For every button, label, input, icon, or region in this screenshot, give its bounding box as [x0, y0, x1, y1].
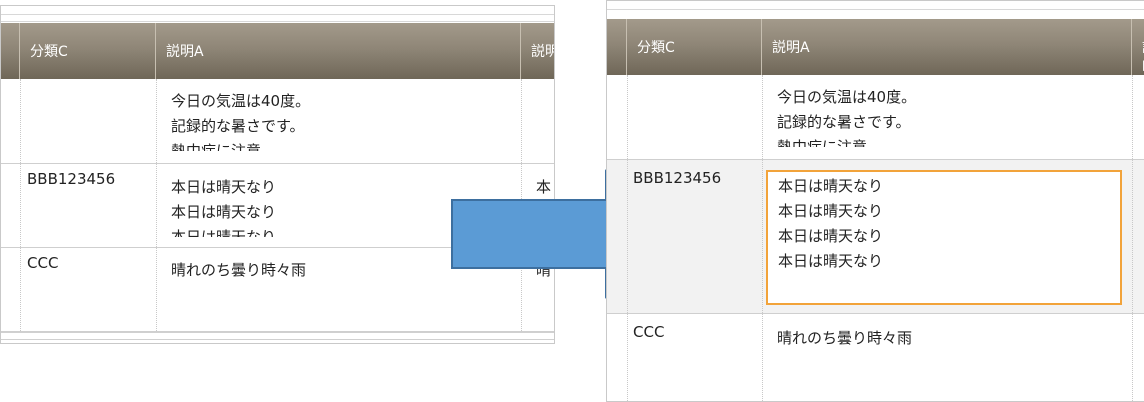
column-header-description-next[interactable]: 説明 [521, 23, 554, 79]
column-header-description-next[interactable]: 説明 [1132, 19, 1144, 76]
cell-description[interactable]: 本日は晴天なり 本日は晴天なり 本日は晴天なり 本日は晴天なり [171, 178, 277, 237]
cell-description[interactable]: 晴れのち曇り時々雨 [777, 329, 913, 347]
column-header-description-a[interactable]: 説明A [156, 23, 521, 79]
row-header-cell [607, 19, 627, 75]
column-header-label: 説明 [531, 44, 554, 60]
cell-category[interactable]: BBB123456 [27, 170, 116, 188]
cell-category[interactable]: CCC [27, 254, 59, 272]
column-header-label: 説明A [772, 40, 810, 56]
cell-description[interactable]: 今日の気温は40度。 記録的な暑さです。 熱中症に注意 [171, 92, 311, 151]
table-row[interactable]: CCC 晴れのち曇り時々雨 [607, 314, 1144, 401]
column-header-label: 説明A [166, 44, 204, 60]
grid-header: 分類C 説明A 説明 [1, 23, 554, 79]
row-header-cell [1, 23, 20, 79]
grid-top-border-2 [1, 16, 554, 22]
grid-header: 分類C 説明A 説明 [607, 19, 1144, 76]
grid-top-border [1, 6, 554, 15]
column-header-label: 説明 [1142, 40, 1144, 76]
table-row[interactable]: BBB123456 本日は晴天なり 本日は晴天なり 本日は晴天なり 本日は晴天な… [1, 164, 554, 248]
grid-after: 分類C 説明A 説明 今日の気温は40度。 記録的な暑さです。 熱中症に注意 B… [606, 0, 1144, 402]
cell-category[interactable]: BBB123456 [633, 169, 722, 187]
table-row[interactable]: CCC 晴れのち曇り時々雨 晴 [1, 248, 554, 332]
grid-before: 分類C 説明A 説明 今日の気温は40度。 記録的な暑さです。 熱中症に注意 B… [0, 5, 555, 344]
cell-description[interactable]: 今日の気温は40度。 記録的な暑さです。 熱中症に注意 [777, 88, 917, 147]
column-header-category-c[interactable]: 分類C [20, 23, 156, 79]
description-edit-textbox[interactable]: 本日は晴天なり 本日は晴天なり 本日は晴天なり 本日は晴天なり [766, 170, 1122, 305]
grid-top-border [607, 1, 1144, 10]
column-header-label: 分類C [637, 40, 675, 56]
cell-category[interactable]: CCC [633, 323, 665, 341]
table-row-selected[interactable]: BBB123456 本日は晴天なり 本日は晴天なり 本日は晴天なり 本日は晴天な… [607, 160, 1144, 314]
column-header-category-c[interactable]: 分類C [627, 19, 762, 75]
cell-description-next[interactable]: 本 [536, 178, 552, 196]
table-row[interactable]: 今日の気温は40度。 記録的な暑さです。 熱中症に注意 [607, 75, 1144, 160]
column-header-description-a[interactable]: 説明A [762, 19, 1132, 75]
grid-bottom-border [1, 332, 554, 340]
column-header-label: 分類C [30, 44, 68, 60]
cell-description[interactable]: 晴れのち曇り時々雨 [171, 261, 307, 279]
table-row[interactable]: 今日の気温は40度。 記録的な暑さです。 熱中症に注意 [1, 79, 554, 164]
